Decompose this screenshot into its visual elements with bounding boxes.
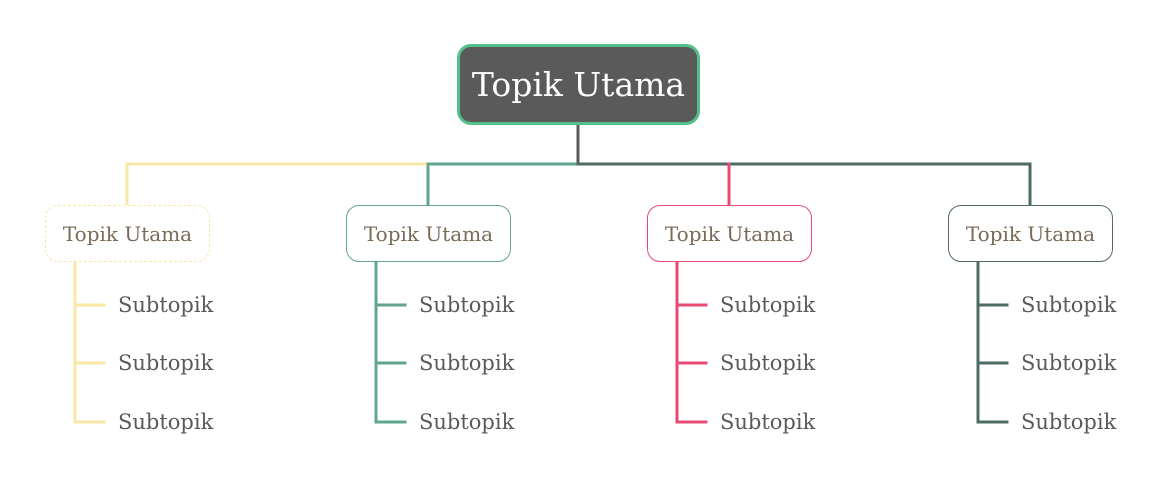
subtopic-3-1[interactable]: Subtopik [720, 293, 816, 317]
branch-topic-1[interactable]: Topik Utama [45, 205, 210, 262]
subtopic-1-1[interactable]: Subtopik [118, 293, 214, 317]
subtopic-1-3[interactable]: Subtopik [118, 410, 214, 434]
subtopic-3-2[interactable]: Subtopik [720, 351, 816, 375]
subtopic-2-2[interactable]: Subtopik [419, 351, 515, 375]
subtopic-2-1[interactable]: Subtopik [419, 293, 515, 317]
subtopic-1-2[interactable]: Subtopik [118, 351, 214, 375]
subtopic-3-3[interactable]: Subtopik [720, 410, 816, 434]
subtopic-4-1[interactable]: Subtopik [1021, 293, 1117, 317]
subtopic-4-3[interactable]: Subtopik [1021, 410, 1117, 434]
branch-topic-2[interactable]: Topik Utama [346, 205, 511, 262]
subtopic-2-3[interactable]: Subtopik [419, 410, 515, 434]
subtopic-4-2[interactable]: Subtopik [1021, 351, 1117, 375]
branch-topic-3[interactable]: Topik Utama [647, 205, 812, 262]
branch-topic-4[interactable]: Topik Utama [948, 205, 1113, 262]
root-topic[interactable]: Topik Utama [457, 44, 700, 125]
